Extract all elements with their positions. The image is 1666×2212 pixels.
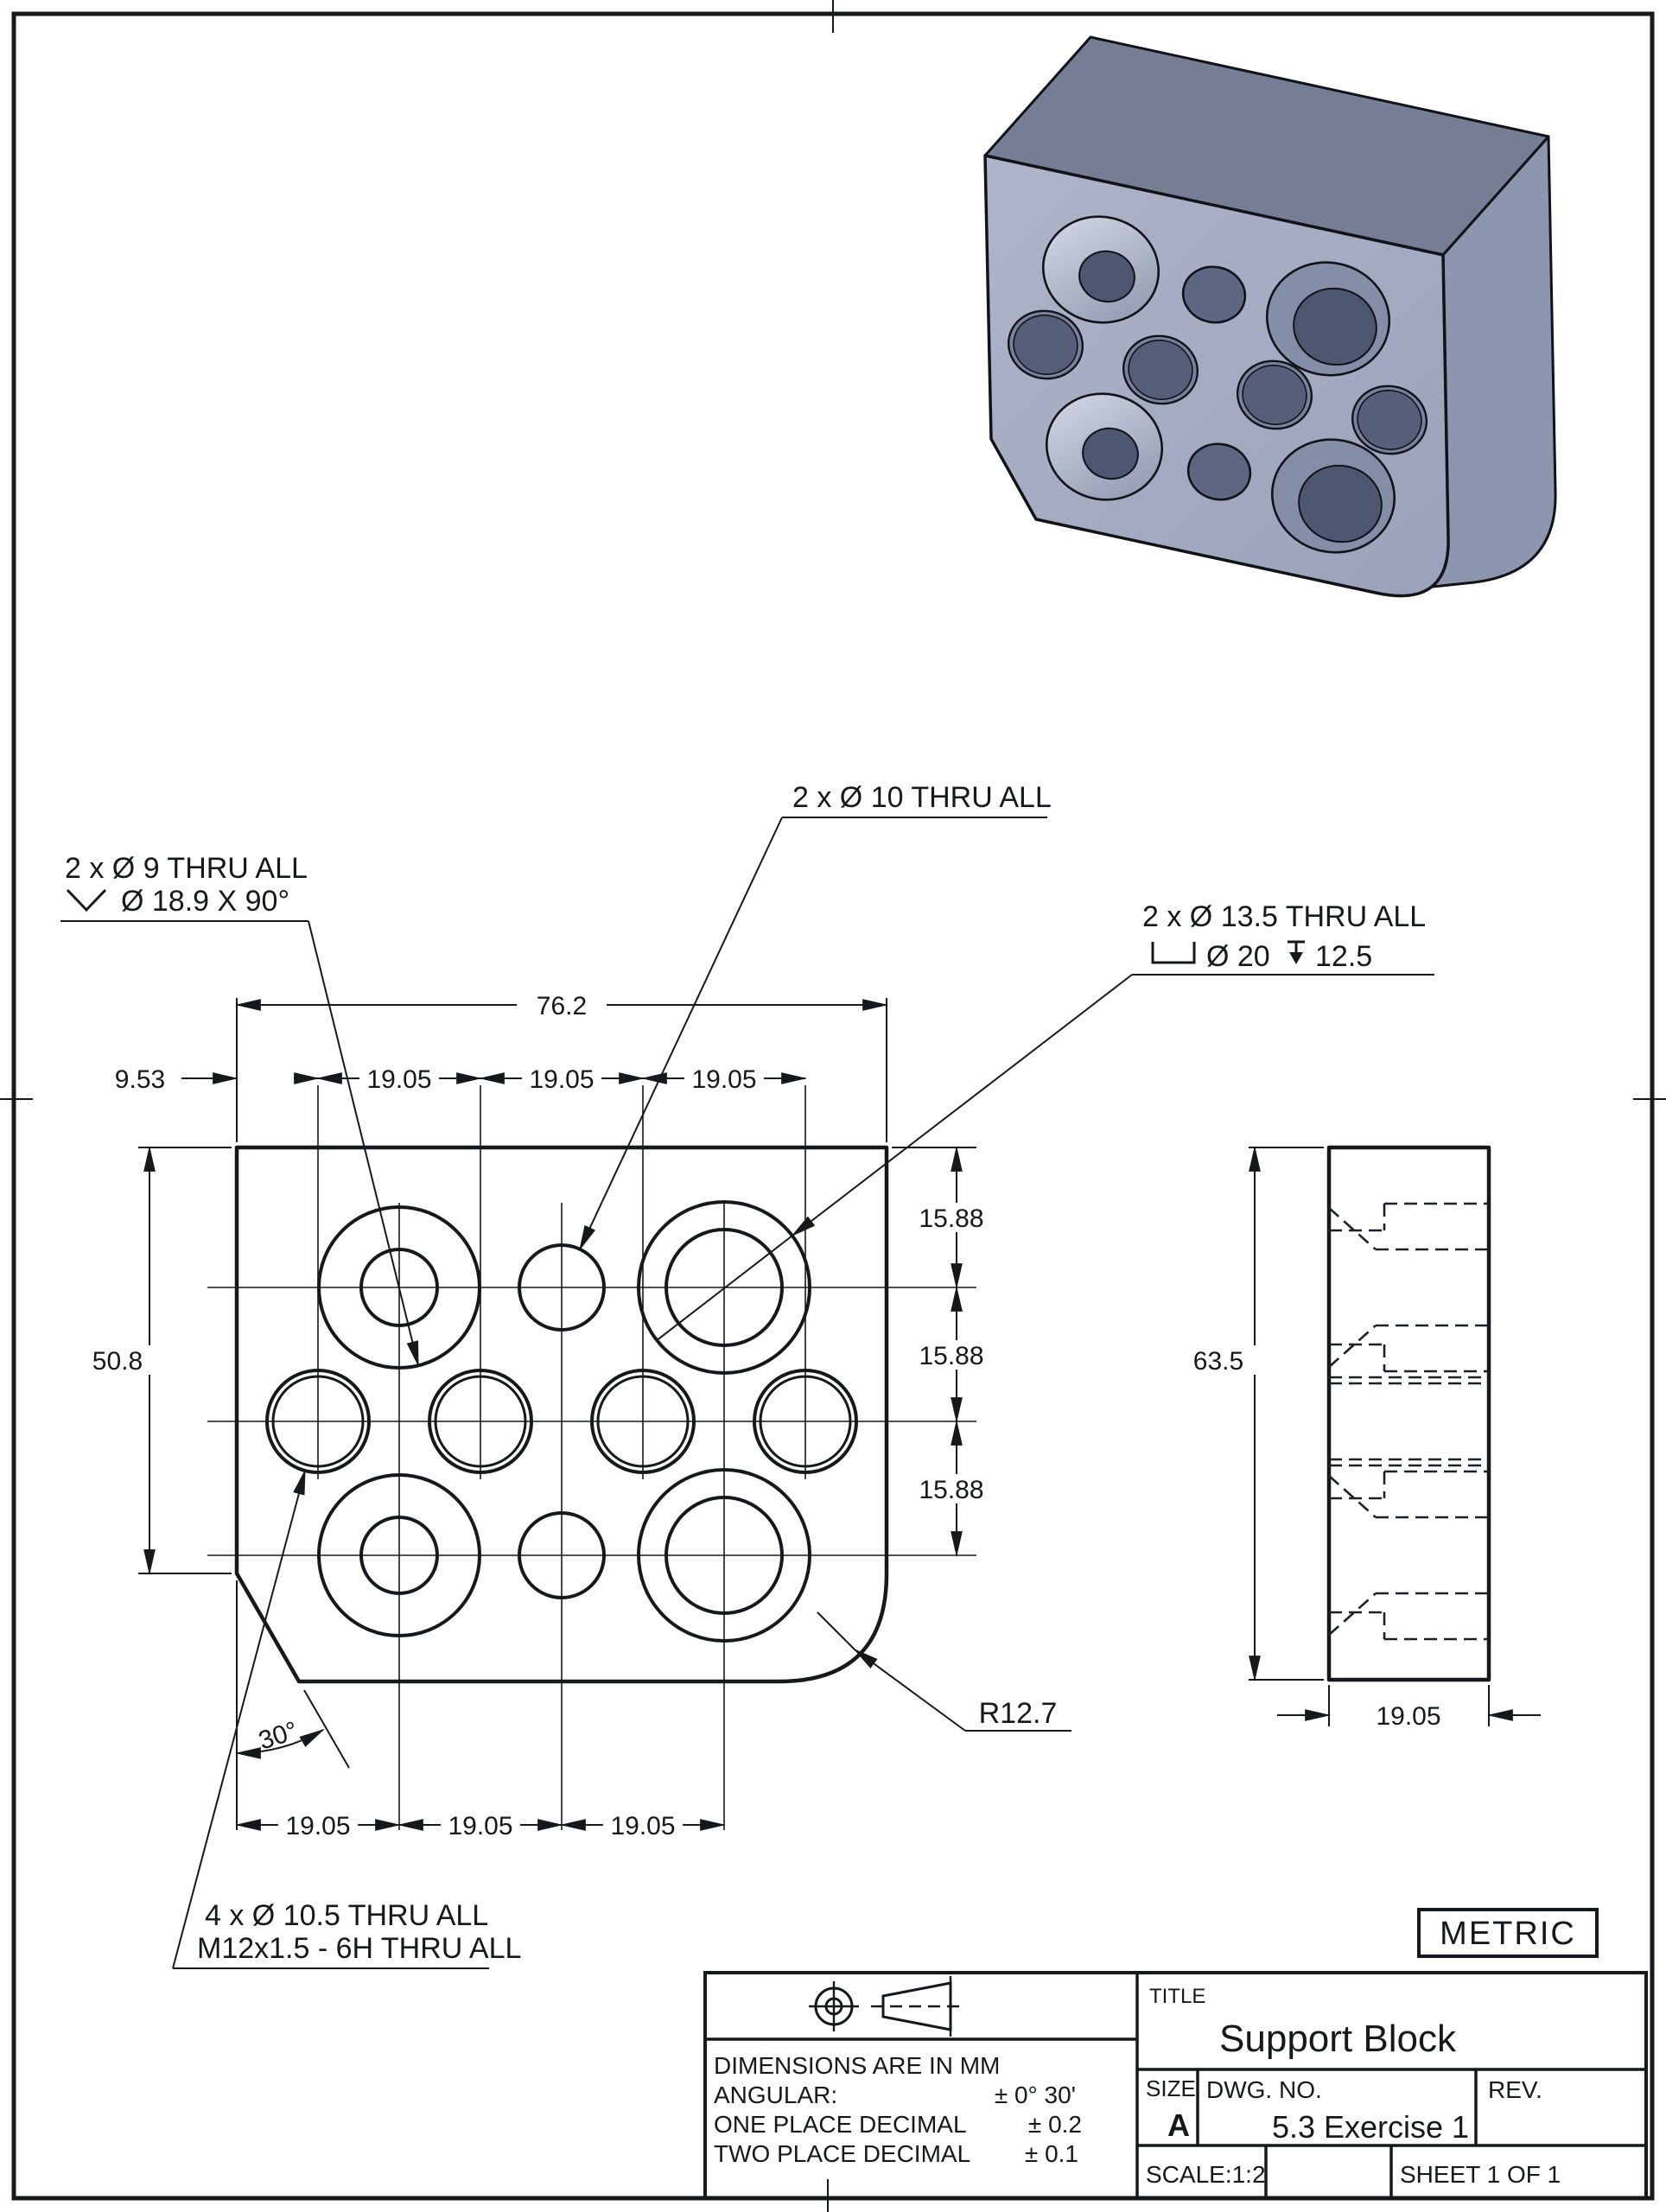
iso-tapped-hole — [1236, 359, 1313, 430]
callout-text: 12.5 — [1315, 940, 1372, 973]
isometric-view — [983, 35, 1557, 598]
note-units: DIMENSIONS ARE IN MM — [714, 2052, 1000, 2079]
iso-countersink-hole — [1041, 215, 1160, 324]
callout-text: 2 x Ø 10 THRU ALL — [792, 781, 1052, 814]
dim-label: 19.05 — [366, 1065, 431, 1094]
dimension-overall-width: 76.2 — [234, 990, 889, 1142]
countersunk-hole-bore — [359, 1248, 439, 1327]
dim-label: 76.2 — [537, 992, 587, 1020]
counterbore-hole — [637, 1468, 811, 1643]
title-block: DIMENSIONS ARE IN MM ANGULAR: ± 0° 30' O… — [703, 1971, 1648, 2200]
drill-hole — [518, 1243, 606, 1332]
tapped-hole — [428, 1369, 533, 1474]
dim-label: 30° — [255, 1716, 301, 1755]
dim-label: 19.05 — [448, 1812, 512, 1840]
iso-tapped-hole — [1122, 334, 1199, 405]
dim-label: R12.7 — [979, 1697, 1058, 1730]
countersunk-hole — [317, 1205, 481, 1370]
callout-text: 2 x Ø 9 THRU ALL — [65, 852, 308, 885]
note-two-place: TWO PLACE DECIMAL — [714, 2140, 970, 2167]
callout-text: Ø 18.9 X 90° — [121, 885, 289, 918]
dimension-bottom-pitch: 19.05 19.05 19.05 — [234, 1580, 727, 1840]
dim-label: 50.8 — [92, 1347, 143, 1376]
depth-icon — [1288, 940, 1305, 964]
tol-angular: ± 0° 30' — [995, 2082, 1076, 2108]
dimension-corner-radius: R12.7 — [817, 1611, 1071, 1732]
countersunk-hole — [317, 1473, 481, 1637]
dimension-left-height: 50.8 — [79, 1145, 232, 1576]
tapped-hole — [265, 1369, 371, 1474]
dimension-chamfer-angle: 30° — [234, 1689, 350, 1769]
note-angular: ANGULAR: — [714, 2082, 837, 2108]
callout-countersink: 2 x Ø 9 THRU ALL Ø 18.9 X 90° — [60, 852, 419, 1368]
size-label: SIZE — [1146, 2075, 1196, 2101]
countersunk-hole-bore — [359, 1516, 439, 1595]
centerlines — [207, 1085, 976, 1830]
dim-label: 15.88 — [919, 1476, 983, 1504]
drill-hole — [518, 1511, 606, 1599]
iso-drill-hole — [1186, 442, 1252, 501]
callout-counterbore: 2 x Ø 13.5 THRU ALL Ø 20 12.5 — [655, 900, 1434, 1342]
counterbore-hole-bore — [664, 1496, 784, 1615]
tapped-hole — [590, 1369, 696, 1474]
dimension-side-thickness: 19.05 — [1277, 1685, 1541, 1731]
note-one-place: ONE PLACE DECIMAL — [714, 2111, 967, 2138]
counterbore-hole — [637, 1200, 811, 1375]
dim-label: 9.53 — [115, 1065, 165, 1094]
dim-label: 19.05 — [691, 1065, 756, 1094]
dim-label: 63.5 — [1193, 1347, 1243, 1376]
countersink-icon — [66, 888, 107, 912]
dim-label: 19.05 — [610, 1812, 675, 1840]
dim-label: 19.05 — [1376, 1702, 1440, 1731]
dim-label: 15.88 — [919, 1342, 983, 1370]
counterbore-icon — [1151, 942, 1196, 964]
sheet-value: SHEET 1 OF 1 — [1400, 2161, 1561, 2188]
callout-tapped: 4 x Ø 10.5 THRU ALL M12x1.5 - 6H THRU AL… — [172, 1468, 521, 1969]
tolerance-notes: DIMENSIONS ARE IN MM ANGULAR: ± 0° 30' O… — [714, 2052, 1082, 2167]
dimension-side-height: 63.5 — [1180, 1145, 1324, 1682]
dim-label: 19.05 — [285, 1812, 350, 1840]
tol-one-place: ± 0.2 — [1028, 2111, 1082, 2138]
projection-symbol — [809, 1976, 966, 2037]
iso-counterbore-hole — [1270, 438, 1396, 554]
callout-drill10: 2 x Ø 10 THRU ALL — [579, 781, 1052, 1251]
dimension-top-pitch: 9.53 19.05 19.05 19.05 — [104, 1064, 808, 1094]
scale-value: SCALE:1:2 — [1146, 2161, 1266, 2188]
callout-text: 4 x Ø 10.5 THRU ALL — [205, 1899, 488, 1932]
side-view — [1326, 1145, 1491, 1682]
iso-countersink-hole — [1045, 392, 1164, 501]
metric-note: METRIC — [1417, 1908, 1599, 1958]
dwg-no-label: DWG. NO. — [1206, 2076, 1322, 2103]
tol-two-place: ± 0.1 — [1025, 2140, 1078, 2167]
callout-text: 2 x Ø 13.5 THRU ALL — [1142, 900, 1426, 933]
counterbore-hole-bore — [664, 1228, 784, 1347]
metric-label: METRIC — [1440, 1916, 1576, 1952]
rev-label: REV. — [1488, 2076, 1542, 2103]
front-view — [207, 1085, 976, 1830]
dim-label: 19.05 — [529, 1065, 594, 1094]
iso-tapped-hole — [1007, 309, 1084, 380]
size-value: A — [1167, 2107, 1190, 2143]
dim-label: 15.88 — [919, 1205, 983, 1233]
dwg-no-value: 5.3 Exercise 1 — [1272, 2109, 1469, 2145]
iso-counterbore-hole — [1265, 261, 1391, 377]
title-label: TITLE — [1149, 1985, 1205, 2008]
iso-tapped-hole — [1351, 385, 1428, 455]
hidden-lines — [1328, 1202, 1489, 1641]
drawing-title: Support Block — [1219, 2018, 1457, 2060]
callout-text: M12x1.5 - 6H THRU ALL — [197, 1932, 521, 1965]
callout-text: Ø 20 — [1206, 940, 1270, 973]
dimension-row-pitch: 15.88 15.88 15.88 — [892, 1145, 994, 1558]
tapped-hole — [753, 1369, 858, 1474]
iso-drill-hole — [1181, 265, 1247, 324]
